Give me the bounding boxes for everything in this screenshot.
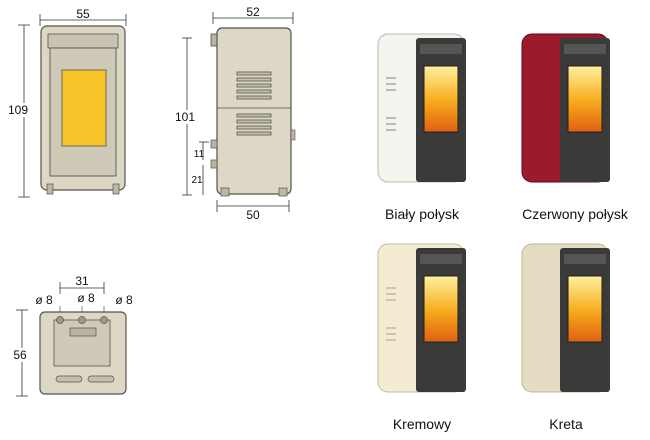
stove-fire-window [567, 275, 603, 343]
front-fire-window [61, 69, 107, 147]
rear-height-label: 56 [13, 348, 27, 362]
rear-panel [53, 319, 111, 367]
variant-label-white: Biały połysk [385, 206, 459, 222]
stove-fire-window [567, 65, 603, 133]
front-foot-right [112, 183, 120, 195]
side-base-depth-label: 50 [246, 208, 260, 222]
front-foot-left [46, 183, 54, 195]
rear-pipe-right-label: ø 8 [115, 293, 133, 307]
stove-variant-kreta [521, 243, 610, 393]
variant-label-red: Czerwony połysk [522, 206, 628, 222]
side-stove-body [216, 27, 292, 195]
front-top-grille [47, 33, 119, 49]
variant-label-kreta: Kreta [549, 416, 583, 432]
stove-variant-white [377, 33, 466, 183]
side-height-label: 101 [175, 110, 195, 124]
side-vent-slots-bottom [236, 113, 272, 136]
rear-slot-right [87, 375, 115, 383]
stove-variant-red [521, 33, 610, 183]
side-inlet-pipe [210, 159, 218, 169]
stove-fire-window [423, 275, 459, 343]
rear-pipe-right [100, 316, 108, 324]
side-depth-label: 52 [246, 5, 260, 19]
stove-grille [420, 44, 462, 54]
side-vent-slots-top [236, 71, 272, 100]
rear-view-drawing: 31 ø 8 ø 8 ø 8 56 [6, 274, 133, 397]
variant-label-cream: Kremowy [392, 416, 452, 432]
rear-slot-left [55, 375, 83, 383]
rear-spacing-label: 31 [75, 274, 89, 288]
stove-variant-cream [377, 243, 466, 393]
side-outlet-height-label: 11 [194, 149, 205, 160]
front-width-label: 55 [76, 7, 90, 21]
side-view-drawing: 52 101 11 21 50 [175, 5, 296, 222]
rear-pipe-center-label: ø 8 [77, 291, 95, 305]
rear-pipe-left-label: ø 8 [35, 293, 53, 307]
stove-grille [420, 254, 462, 264]
side-outlet-pipe [210, 139, 218, 149]
stove-grille [564, 44, 606, 54]
front-view-drawing: 55 109 [4, 7, 127, 198]
stove-grille [564, 254, 606, 264]
rear-pipe-left [56, 316, 64, 324]
side-inlet-height-label: 21 [191, 175, 203, 186]
front-height-label: 109 [8, 103, 28, 117]
rear-pipe-center [78, 316, 86, 324]
stove-fire-window [423, 65, 459, 133]
